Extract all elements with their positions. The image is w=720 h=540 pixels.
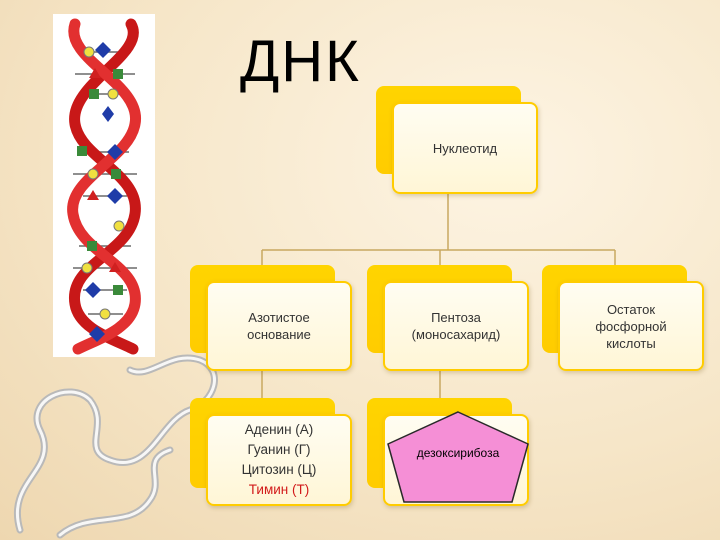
node-bases-list: Аденин (А) Гуанин (Г) Цитозин (Ц) Тимин … <box>190 398 352 506</box>
node-phosphate: Остаток фосфорной кислоты <box>542 265 704 371</box>
deoxyribose-pentagon <box>387 411 529 503</box>
base-cytosine: Цитозин (Ц) <box>241 462 317 477</box>
node-phosphate-label: Остаток фосфорной кислоты <box>595 301 667 351</box>
dna-helix-icon <box>67 18 141 355</box>
rope-decoration <box>14 354 218 539</box>
node-pentose: Пентоза (моносахарид) <box>367 265 529 371</box>
node-nucleotide: Нуклеотид <box>376 86 538 194</box>
bases-list: Аденин (А) Гуанин (Г) Цитозин (Ц) Тимин … <box>242 420 317 500</box>
base-adenine: Аденин (А) <box>244 422 314 437</box>
node-pentose-label: Пентоза (моносахарид) <box>411 310 501 342</box>
page-title: ДНК <box>240 29 361 94</box>
base-guanine: Гуанин (Г) <box>247 442 311 457</box>
dna-helix-image <box>53 14 155 357</box>
node-nucleotide-label: Нуклеотид <box>432 140 498 156</box>
base-thymine: Тимин (Т) <box>248 482 310 497</box>
node-nitrogenous-base-label: Азотистое основание <box>247 310 311 342</box>
node-nitrogenous-base: Азотистое основание <box>190 265 352 371</box>
deoxyribose-label: дезоксирибоза <box>416 446 500 460</box>
